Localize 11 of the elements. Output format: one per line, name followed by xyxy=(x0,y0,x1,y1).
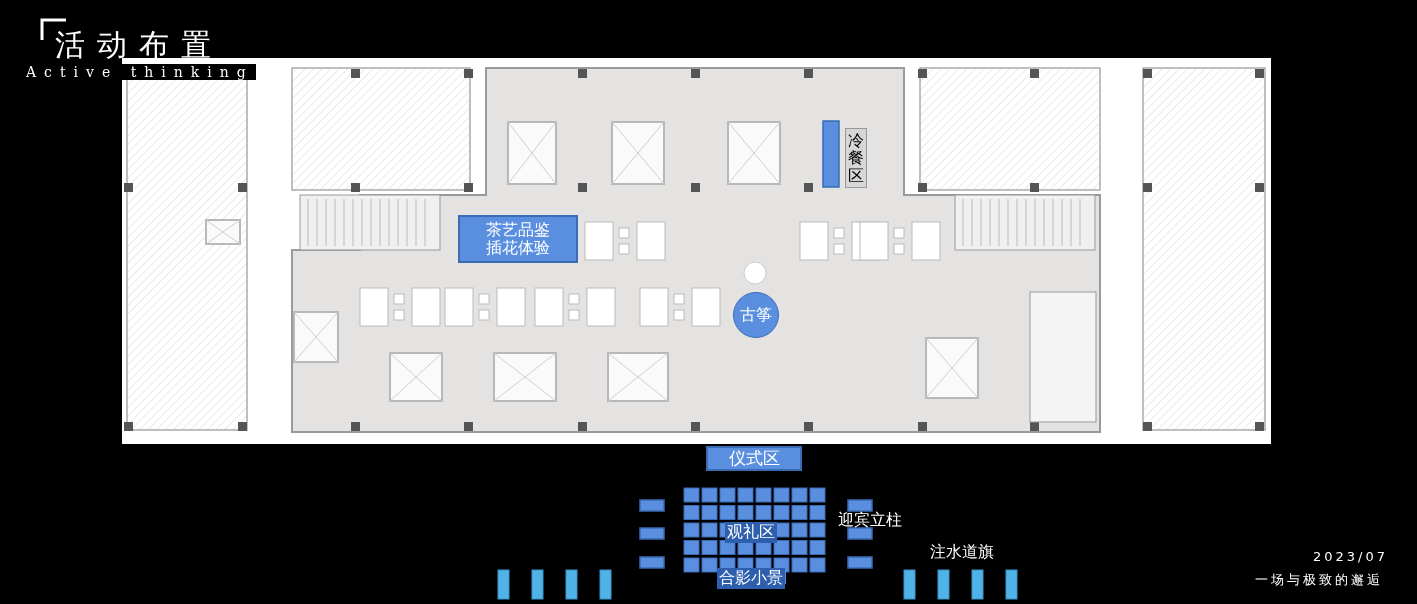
date-text: 2023/07 xyxy=(1313,549,1388,564)
zone-label: 观礼区 xyxy=(725,522,777,543)
zone-label: 冷餐区 xyxy=(845,128,867,188)
zone-label: 迎宾立柱 xyxy=(838,510,902,531)
title: 活动布置 xyxy=(55,26,223,64)
zone-label: 注水道旗 xyxy=(930,542,994,563)
slogan-text: 一场与极致的邂逅 xyxy=(1255,571,1383,589)
zone-label-box: 仪式区 xyxy=(706,446,802,471)
subtitle: Active thinking xyxy=(24,64,256,80)
zone-label-box: 茶艺品鉴插花体验 xyxy=(458,215,578,263)
zone-label: 合影小景 xyxy=(717,568,785,589)
